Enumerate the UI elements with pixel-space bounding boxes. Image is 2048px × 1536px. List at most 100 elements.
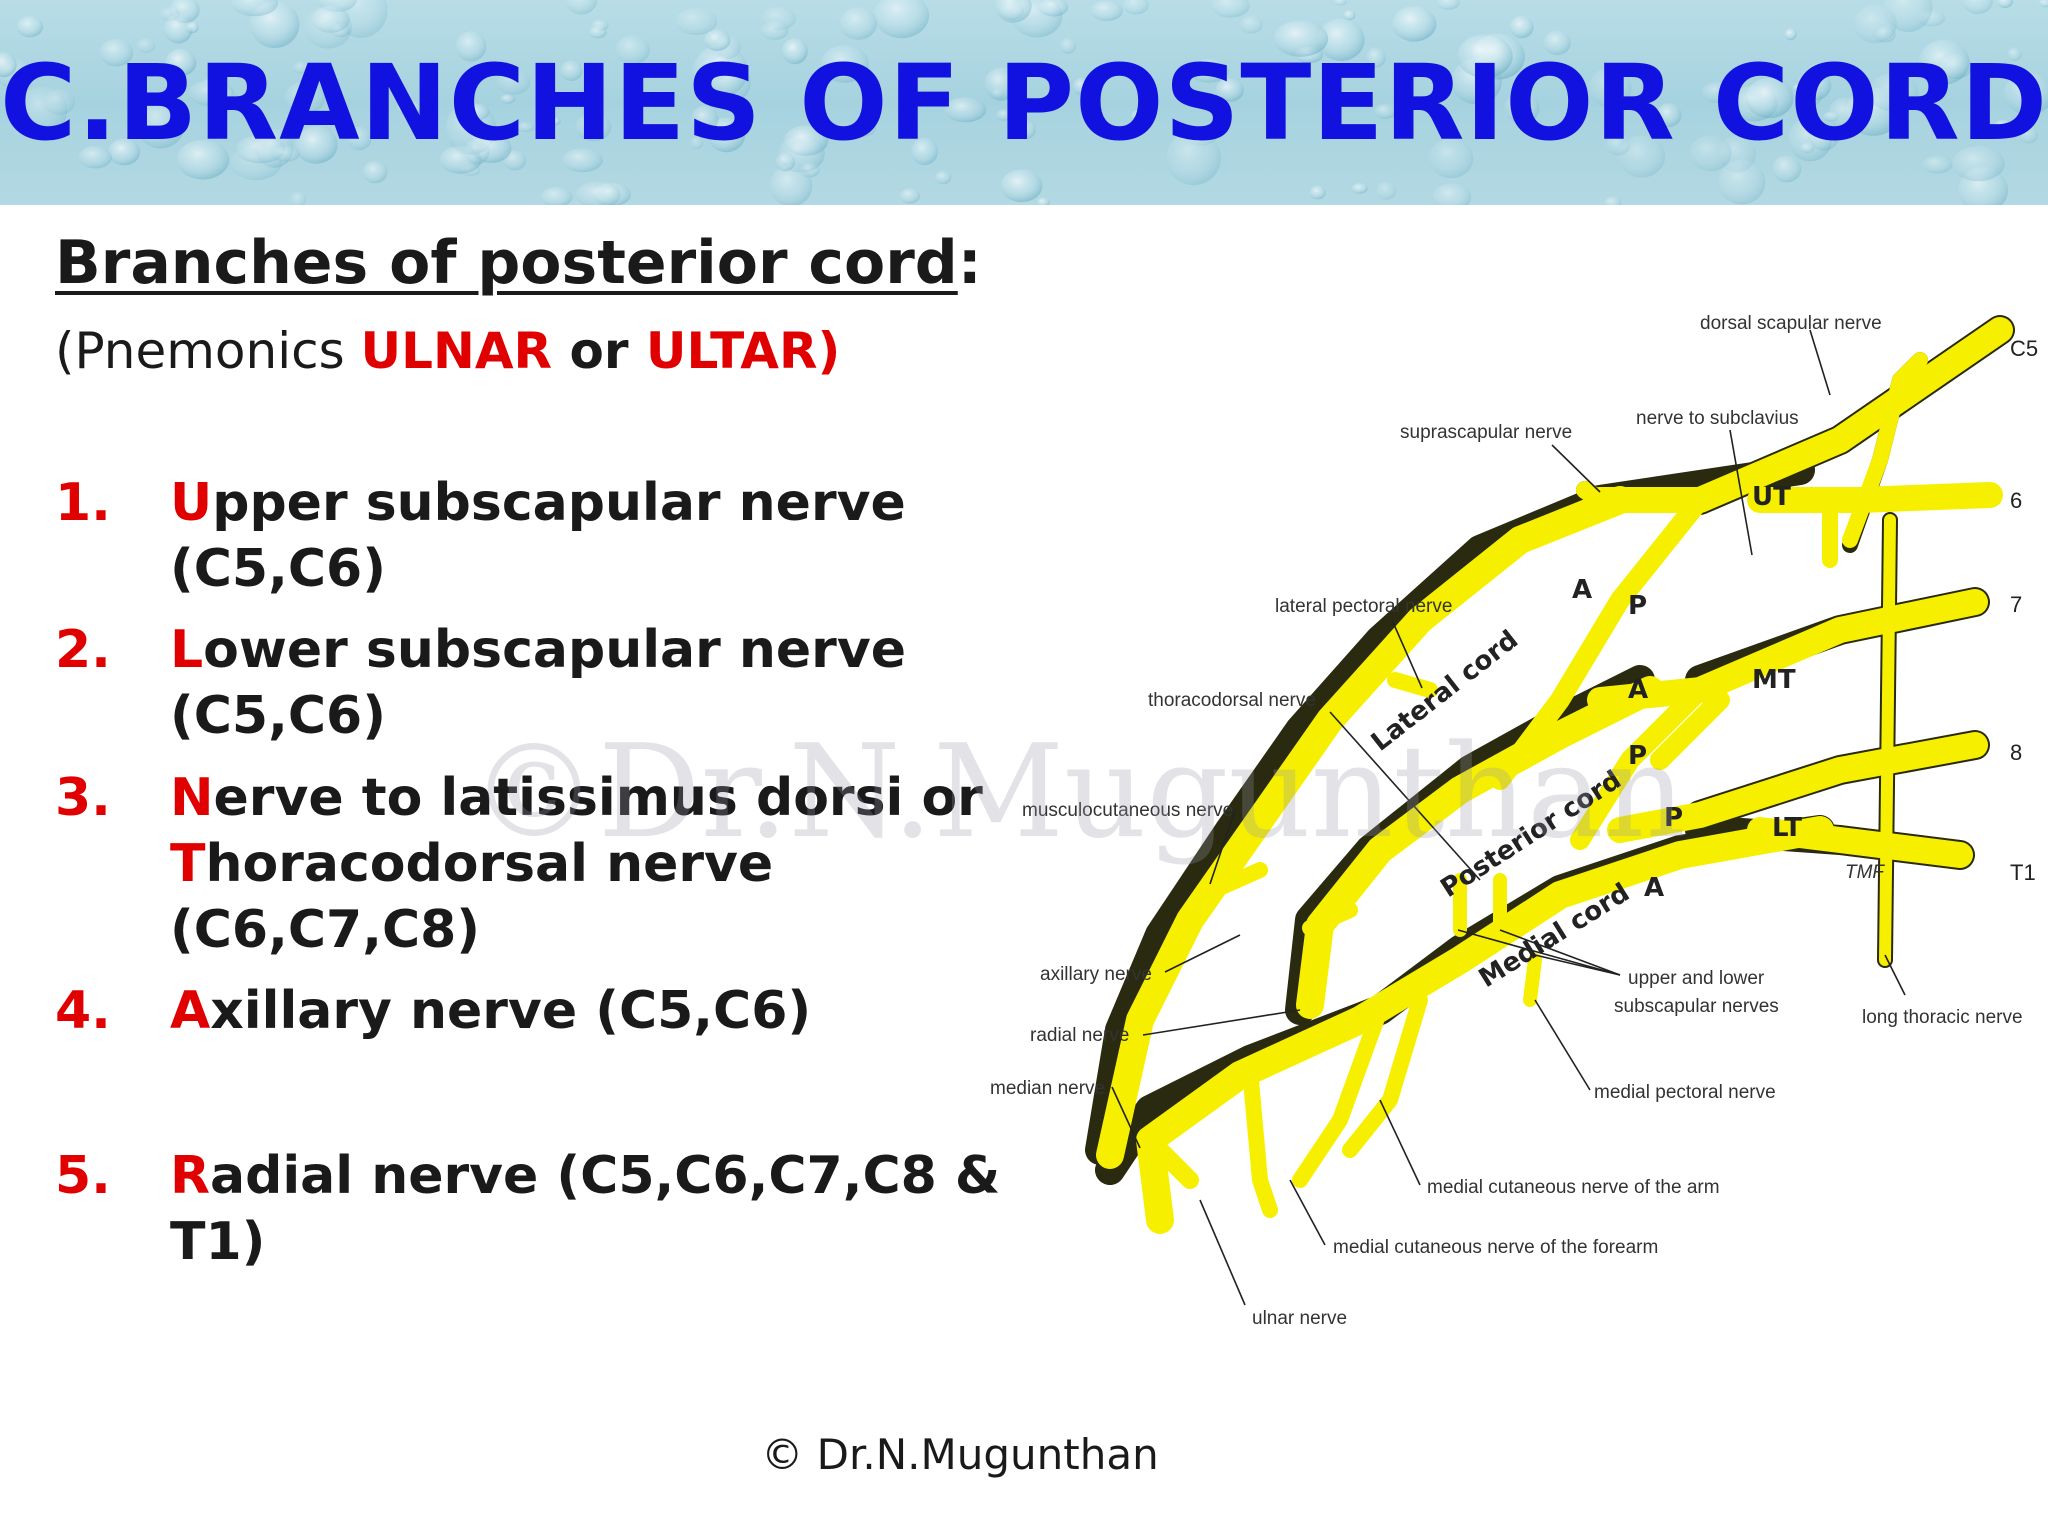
division-label: A bbox=[1628, 675, 1648, 705]
water-drop bbox=[1807, 62, 1831, 79]
water-drop bbox=[1745, 77, 1794, 119]
water-drop bbox=[2007, 47, 2022, 62]
artist-mark: TMF bbox=[1845, 862, 1885, 883]
water-drop bbox=[691, 105, 719, 133]
water-drop bbox=[290, 191, 307, 205]
root-label-c8: 8 bbox=[2010, 740, 2022, 765]
item-text: Radial nerve (C5,C6,C7,C8 & T1) bbox=[170, 1143, 1000, 1275]
division-label: A bbox=[1644, 873, 1664, 903]
water-drop bbox=[560, 60, 583, 81]
water-drop bbox=[284, 81, 326, 115]
water-drop bbox=[1273, 20, 1329, 57]
item-segments: (C5,C6) bbox=[170, 539, 386, 599]
water-drop bbox=[690, 136, 704, 150]
water-drop bbox=[853, 118, 877, 137]
water-drop bbox=[1922, 155, 1953, 174]
label-ulnar: ulnar nerve bbox=[1252, 1308, 1347, 1329]
water-drop bbox=[994, 0, 1032, 23]
water-drop bbox=[839, 7, 877, 40]
water-drop bbox=[1717, 160, 1766, 205]
page-title: C.BRANCHES OF POSTERIOR CORD bbox=[0, 42, 2048, 164]
division-label: P bbox=[1628, 741, 1647, 771]
water-drop bbox=[2019, 126, 2038, 144]
item-segments: T1) bbox=[170, 1212, 266, 1272]
water-drop bbox=[455, 31, 487, 62]
water-drop bbox=[1366, 47, 1386, 68]
water-drop bbox=[186, 21, 199, 34]
water-drop bbox=[78, 145, 112, 169]
water-drop bbox=[615, 35, 651, 65]
item-initial: U bbox=[170, 473, 213, 533]
water-drop bbox=[703, 29, 731, 51]
item-label-2: horacodorsal nerve bbox=[205, 834, 774, 894]
trunk-label-mt: MT bbox=[1752, 665, 1796, 695]
water-drop bbox=[1588, 67, 1632, 108]
water-drop bbox=[396, 101, 423, 116]
water-drop bbox=[16, 16, 44, 38]
water-drop bbox=[471, 133, 512, 164]
water-drop bbox=[565, 0, 598, 15]
water-drop bbox=[675, 8, 718, 35]
item-number: 5. bbox=[55, 1146, 111, 1206]
label-subscapulars-line1: upper and lower bbox=[1628, 968, 1765, 989]
water-drop bbox=[1962, 0, 1993, 15]
water-drop bbox=[165, 48, 197, 77]
brachial-plexus-diagram: .nv { fill: none; stroke: #f6f000; strok… bbox=[990, 313, 2038, 1329]
water-drop bbox=[0, 52, 17, 78]
label-long-thoracic: long thoracic nerve bbox=[1862, 1007, 2023, 1028]
water-drop bbox=[231, 0, 279, 17]
mnemonic-open: (Pnemonics bbox=[55, 322, 361, 380]
water-drop bbox=[1309, 185, 1326, 200]
water-drop bbox=[1189, 58, 1229, 83]
water-drop bbox=[1432, 183, 1472, 205]
root-label-c6: 6 bbox=[2010, 488, 2022, 513]
label-radial: radial nerve bbox=[1030, 1025, 1129, 1046]
label-nerve-to-subclavius: nerve to subclavius bbox=[1636, 408, 1799, 429]
water-drop bbox=[164, 14, 193, 44]
water-drop bbox=[136, 98, 186, 149]
label-dorsal-scapular: dorsal scapular nerve bbox=[1700, 313, 1882, 334]
water-drop bbox=[588, 25, 607, 39]
water-drop bbox=[1215, 78, 1244, 102]
water-drop bbox=[346, 126, 372, 151]
item-number: 4. bbox=[55, 981, 111, 1041]
item-text: Nerve to latissimus dorsi or Thoracodors… bbox=[170, 765, 983, 963]
item-label: pper subscapular nerve bbox=[212, 473, 906, 533]
mnemonic-or: or bbox=[552, 322, 646, 380]
water-drop bbox=[496, 70, 531, 95]
water-drop bbox=[1853, 4, 1897, 44]
label-axillary: axillary nerve bbox=[1040, 964, 1152, 985]
label-thoracodorsal: thoracodorsal nerve bbox=[1148, 690, 1316, 711]
copyright-footer: © Dr.N.Mugunthan bbox=[761, 1430, 1159, 1479]
root-label-t1: T1 bbox=[2010, 860, 2036, 885]
water-drop bbox=[1868, 72, 1919, 112]
water-drop bbox=[541, 186, 573, 205]
root-label-c5: C5 bbox=[2010, 336, 2038, 361]
water-drop bbox=[1437, 0, 1460, 10]
water-drop bbox=[1772, 155, 1802, 183]
water-drop bbox=[304, 6, 353, 49]
item-text: Lower subscapular nerve (C5,C6) bbox=[170, 617, 970, 749]
water-drop bbox=[516, 121, 535, 133]
label-lateral-pectoral: lateral pectoral nerve bbox=[1275, 596, 1452, 617]
mnemonic-line: (Pnemonics ULNAR or ULTAR) bbox=[55, 322, 840, 380]
item-number: 2. bbox=[55, 620, 111, 680]
water-drop bbox=[769, 164, 813, 205]
water-drop bbox=[1000, 169, 1043, 203]
water-drop bbox=[1090, 0, 1123, 21]
label-musculocutaneous: musculocutaneous nerve bbox=[1022, 800, 1233, 821]
water-drop bbox=[627, 119, 642, 133]
water-drop bbox=[1457, 34, 1513, 78]
water-drop bbox=[1059, 37, 1077, 54]
item-label: adial nerve (C5,C6,C7,C8 & bbox=[210, 1146, 1001, 1206]
water-drop bbox=[1689, 135, 1732, 172]
water-drop bbox=[760, 21, 789, 40]
water-drop bbox=[575, 112, 612, 142]
water-drop bbox=[1239, 15, 1263, 34]
water-drop bbox=[188, 79, 235, 107]
mnemonic-ulnar: ULNAR bbox=[360, 322, 553, 380]
water-drop bbox=[984, 67, 1018, 101]
water-drop bbox=[99, 38, 134, 67]
water-drop bbox=[1317, 18, 1365, 61]
